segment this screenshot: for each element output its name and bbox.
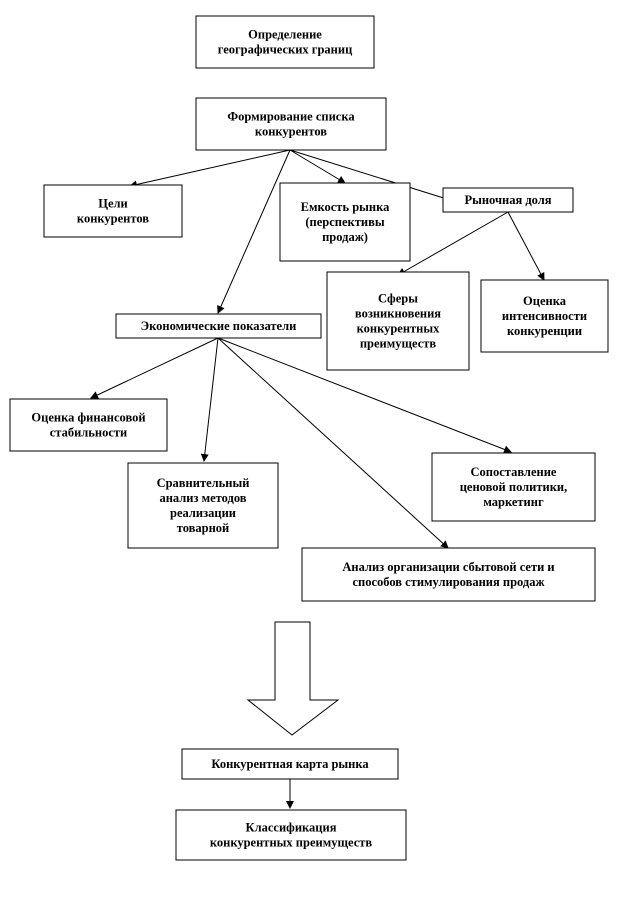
block-arrow-layer — [246, 621, 340, 736]
node-box — [43, 184, 183, 238]
node-label-line: Конкурентная карта рынка — [211, 757, 369, 771]
node-label-line: Экономические показатели — [141, 319, 297, 333]
node-label-line: ценовой политики, — [460, 480, 568, 494]
node-label-line: интенсивности — [502, 309, 587, 323]
node-box — [301, 547, 596, 602]
node-label-line: Сферы — [378, 292, 418, 306]
node-label-line: Оценка — [523, 294, 567, 308]
node-box — [480, 279, 609, 353]
edge-n2-to-n5 — [289, 149, 451, 202]
node-label-line: конкурентов — [77, 212, 149, 226]
block-arrow-down — [246, 621, 340, 736]
node-n12: Анализ организации сбытовой сети испособ… — [301, 547, 596, 602]
node-label-line: конкурентных преимуществ — [210, 836, 373, 850]
node-label-line: конкуренции — [507, 324, 582, 338]
node-label-line: конкурентных — [357, 322, 441, 336]
node-box — [181, 748, 399, 780]
node-label-line: возникновения — [355, 307, 441, 321]
node-n6: Сферывозникновенияконкурентныхпреимущест… — [326, 271, 470, 371]
node-label-line: конкурентов — [255, 125, 327, 139]
node-box — [195, 97, 387, 151]
node-box — [195, 15, 375, 69]
node-label-line: географических границ — [218, 43, 353, 57]
node-label-line: Емкость рынка — [301, 200, 390, 214]
node-label-line: Классификация — [246, 821, 337, 835]
node-label-line: маркетинг — [483, 495, 544, 509]
node-label-line: товарной — [177, 521, 230, 535]
edge-n8-to-n9 — [90, 337, 219, 399]
node-n13: Конкурентная карта рынка — [181, 748, 399, 780]
node-label-line: способов стимулирования продаж — [352, 575, 545, 589]
node-label-line: Оценка финансовой — [31, 411, 145, 425]
edge-n2-to-n3 — [129, 149, 291, 189]
node-box — [175, 809, 407, 861]
node-box — [115, 313, 322, 339]
edge-n5-to-n7 — [507, 211, 545, 281]
node-label-line: Определение — [248, 28, 322, 42]
node-box — [326, 271, 470, 371]
node-box — [431, 452, 596, 522]
node-box — [127, 462, 279, 549]
edge-n8-to-n10 — [200, 337, 219, 462]
node-label-line: Анализ организации сбытовой сети и — [342, 560, 554, 574]
node-box — [279, 182, 411, 262]
node-box — [442, 187, 574, 213]
edge-n2-to-n4 — [289, 149, 346, 184]
node-label-line: Сопоставление — [471, 465, 557, 479]
node-label-line: (перспективы — [305, 215, 384, 229]
node-label-line: реализации — [170, 506, 236, 520]
node-label-line: Формирование списка — [227, 110, 355, 124]
node-n5: Рыночная доля — [442, 187, 574, 213]
node-n8: Экономические показатели — [115, 313, 322, 339]
edge-n5-to-n6 — [397, 211, 509, 276]
edge-n8-to-n12 — [217, 337, 449, 549]
node-label-line: преимуществ — [360, 337, 437, 351]
node-label-line: Цели — [98, 197, 128, 211]
edge-n8-to-n11 — [217, 337, 512, 454]
edges-layer — [90, 149, 545, 809]
node-label-line: анализ методов — [159, 491, 246, 505]
node-label-line: стабильности — [50, 426, 128, 440]
node-label-line: продаж) — [322, 230, 368, 244]
edge-n2-to-n8 — [217, 149, 291, 314]
node-box — [9, 398, 168, 452]
node-label-line: Рыночная доля — [464, 193, 551, 207]
node-label-line: Сравнительный — [157, 476, 250, 490]
